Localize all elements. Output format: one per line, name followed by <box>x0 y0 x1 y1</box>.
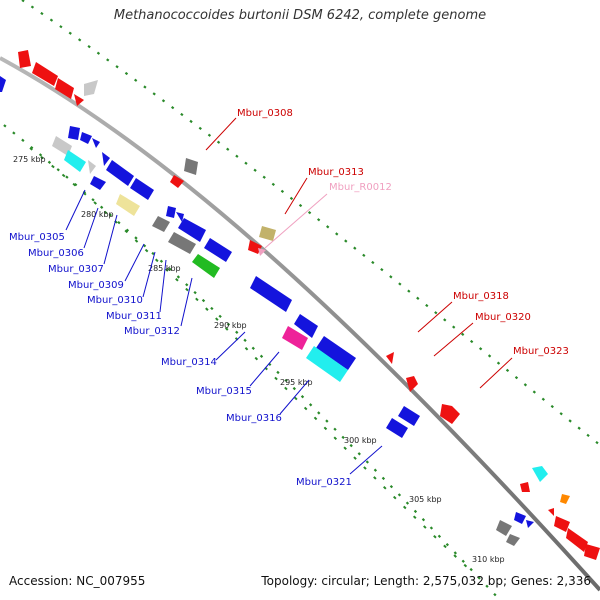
gene-label[interactable]: Mbur_0321 <box>296 477 352 488</box>
gene-feature[interactable] <box>584 544 600 560</box>
ruler-label: 275 kbp <box>13 155 46 164</box>
gene-label[interactable]: Mbur_0320 <box>475 312 531 323</box>
gene-feature[interactable] <box>192 254 220 278</box>
gene-feature[interactable] <box>18 50 31 68</box>
gene-feature[interactable] <box>554 516 570 532</box>
gene-label[interactable]: Mbur_0311 <box>106 311 162 322</box>
ruler-label: 290 kbp <box>214 321 247 330</box>
ruler-label: 310 kbp <box>472 555 505 564</box>
gene-label[interactable]: Mbur_0323 <box>513 346 569 357</box>
gene-feature[interactable] <box>496 520 512 536</box>
gene-feature[interactable] <box>168 232 196 254</box>
gene-feature[interactable] <box>306 346 348 382</box>
ruler-labels: 275 kbp 280 kbp 285 kbp 290 kbp 295 kbp … <box>13 155 505 564</box>
ruler-label: 305 kbp <box>409 495 442 504</box>
gene-feature[interactable] <box>386 352 394 364</box>
rna-gene-labels: Mbur_R0012 <box>329 182 392 193</box>
reverse-strand-features <box>0 76 534 546</box>
gene-feature[interactable] <box>204 238 232 262</box>
gene-label[interactable]: Mbur_0318 <box>453 291 509 302</box>
gene-feature[interactable] <box>52 136 72 156</box>
gene-feature[interactable] <box>102 152 110 166</box>
gene-feature[interactable] <box>316 336 356 370</box>
gene-feature[interactable] <box>84 80 98 96</box>
gene-feature[interactable] <box>74 94 84 106</box>
gene-feature[interactable] <box>282 326 308 350</box>
gene-feature[interactable] <box>0 76 6 92</box>
gene-label[interactable]: Mbur_0316 <box>226 413 282 424</box>
ruler-label: 285 kbp <box>148 264 181 273</box>
ruler-label: 280 kbp <box>81 210 114 219</box>
gene-label[interactable]: Mbur_0312 <box>124 326 180 337</box>
genome-backbone <box>0 56 600 592</box>
gene-label[interactable]: Mbur_0307 <box>48 264 104 275</box>
gene-feature[interactable] <box>88 160 96 174</box>
gene-feature[interactable] <box>514 512 526 524</box>
gene-label[interactable]: Mbur_0306 <box>28 248 84 259</box>
gene-feature[interactable] <box>68 126 80 140</box>
gene-label[interactable]: Mbur_0313 <box>308 167 364 178</box>
genome-summary-text: Topology: circular; Length: 2,575,032 bp… <box>261 574 591 588</box>
gene-feature[interactable] <box>90 176 106 190</box>
rna-leader-lines <box>264 193 328 249</box>
gene-feature[interactable] <box>64 150 86 172</box>
gene-feature[interactable] <box>406 376 418 392</box>
reverse-gene-labels: Mbur_0305 Mbur_0306 Mbur_0307 Mbur_0309 … <box>9 232 352 488</box>
gene-label[interactable]: Mbur_0315 <box>196 386 252 397</box>
gene-feature[interactable] <box>248 240 262 254</box>
gene-label[interactable]: Mbur_0314 <box>161 357 217 368</box>
gene-label[interactable]: Mbur_R0012 <box>329 182 392 193</box>
gene-feature[interactable] <box>80 132 92 144</box>
gene-feature[interactable] <box>55 78 74 99</box>
gene-feature[interactable] <box>250 276 292 312</box>
gene-feature[interactable] <box>130 178 154 200</box>
gene-feature[interactable] <box>92 138 100 148</box>
map-title: Methanococcoides burtonii DSM 6242, comp… <box>113 8 487 23</box>
reverse-leader-lines <box>65 189 383 475</box>
gene-feature[interactable] <box>566 528 588 552</box>
gene-label[interactable]: Mbur_0308 <box>237 108 293 119</box>
gene-feature[interactable] <box>32 62 58 86</box>
accession-text: Accession: NC_007955 <box>9 574 146 588</box>
forward-leader-lines <box>205 117 513 389</box>
gene-feature[interactable] <box>526 520 534 528</box>
gene-feature[interactable] <box>294 314 318 338</box>
gene-feature[interactable] <box>532 466 548 482</box>
gene-feature[interactable] <box>152 216 170 232</box>
ruler-label: 295 kbp <box>280 378 313 387</box>
gene-feature[interactable] <box>548 508 554 516</box>
gene-feature[interactable] <box>386 418 408 438</box>
forward-strand-features <box>18 50 600 560</box>
gene-feature[interactable] <box>178 218 206 242</box>
gene-label[interactable]: Mbur_0305 <box>9 232 65 243</box>
gene-feature[interactable] <box>259 226 276 241</box>
gene-feature[interactable] <box>398 406 420 426</box>
gene-feature[interactable] <box>116 194 140 216</box>
gene-label[interactable]: Mbur_0309 <box>68 280 124 291</box>
gene-feature[interactable] <box>520 482 530 492</box>
gene-feature[interactable] <box>106 160 134 186</box>
ruler-label: 300 kbp <box>344 436 377 445</box>
gene-feature[interactable] <box>166 206 176 218</box>
gene-feature[interactable] <box>184 158 198 175</box>
gene-feature[interactable] <box>176 212 184 222</box>
gene-feature[interactable] <box>258 248 266 256</box>
gene-feature[interactable] <box>440 404 460 424</box>
gene-label[interactable]: Mbur_0310 <box>87 295 143 306</box>
gene-feature[interactable] <box>170 175 184 188</box>
gene-feature[interactable] <box>506 534 520 546</box>
forward-gene-labels: Mbur_0308 Mbur_0313 Mbur_0318 Mbur_0320 … <box>237 108 569 357</box>
gene-feature[interactable] <box>560 494 570 504</box>
